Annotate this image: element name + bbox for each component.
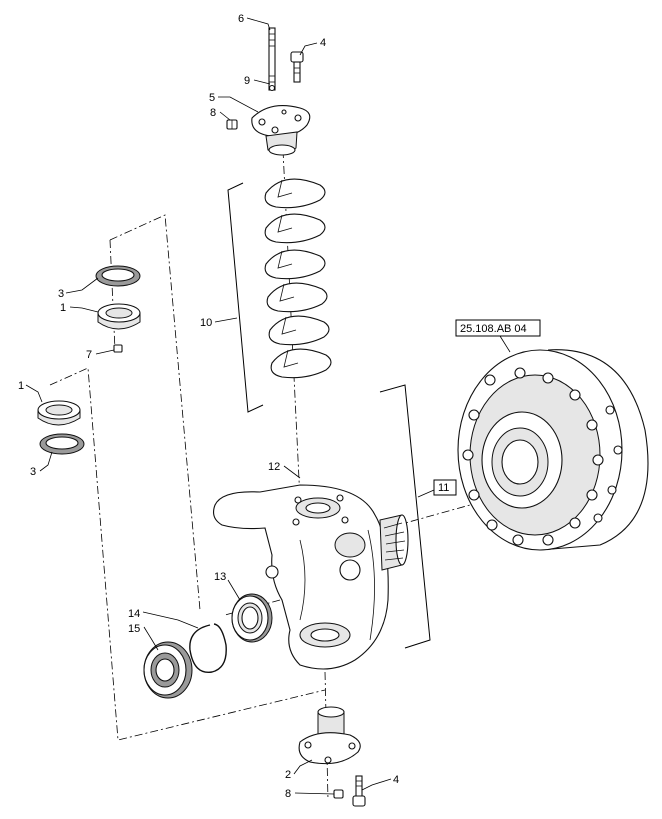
reference-label[interactable]: 25.108.AB 04	[460, 323, 527, 335]
callout-10: 10	[200, 317, 212, 329]
snap-ring-part-14	[189, 623, 227, 674]
assembly-centerlines	[49, 149, 471, 801]
callout-5: 5	[209, 92, 215, 104]
knuckle-assembly-bracket	[379, 384, 431, 649]
callout-15: 15	[128, 623, 140, 635]
shim-stack-part-10	[264, 178, 332, 379]
nut-part-8-top	[226, 119, 238, 130]
shim-stack-bracket	[227, 182, 264, 413]
callout-11-box	[433, 479, 457, 496]
callout-13: 13	[214, 571, 226, 583]
leader-lines	[25, 17, 392, 795]
bearing-part-1-top	[97, 303, 141, 330]
callout-3-left: 3	[30, 466, 36, 478]
stud-part-6	[268, 27, 276, 91]
callout-4-bottom: 4	[393, 774, 399, 786]
bolt-part-4-bottom	[352, 775, 366, 807]
seal-part-3-top	[95, 265, 141, 287]
callout-11: 11	[438, 482, 449, 494]
callout-1-top: 1	[60, 302, 66, 314]
callout-1-left: 1	[18, 380, 24, 392]
callout-3-top: 3	[58, 288, 64, 300]
callout-8-top: 8	[210, 107, 216, 119]
lower-cap-part-2	[298, 706, 361, 765]
bolt-part-4-top	[290, 51, 304, 83]
callout-4-top: 4	[320, 37, 326, 49]
callout-6: 6	[238, 13, 244, 25]
reference-label-box	[455, 319, 541, 337]
callout-14: 14	[128, 608, 140, 620]
seal-part-3-left	[39, 433, 85, 455]
callout-12: 12	[268, 461, 280, 473]
grease-fitting-part-7	[113, 344, 123, 353]
callout-2: 2	[285, 769, 291, 781]
top-cap-part-5	[251, 105, 311, 156]
steering-knuckle-part-12	[213, 484, 409, 670]
bearing-part-1-left	[37, 400, 81, 426]
wheel-hub-assembly	[457, 349, 649, 551]
nut-part-8-bottom	[333, 789, 344, 799]
seal-part-15	[143, 641, 193, 699]
pin-part-9	[268, 84, 276, 92]
callout-7: 7	[86, 349, 92, 361]
callout-9: 9	[244, 75, 250, 87]
bearing-part-13	[231, 593, 273, 643]
callout-8-bottom: 8	[285, 788, 291, 800]
